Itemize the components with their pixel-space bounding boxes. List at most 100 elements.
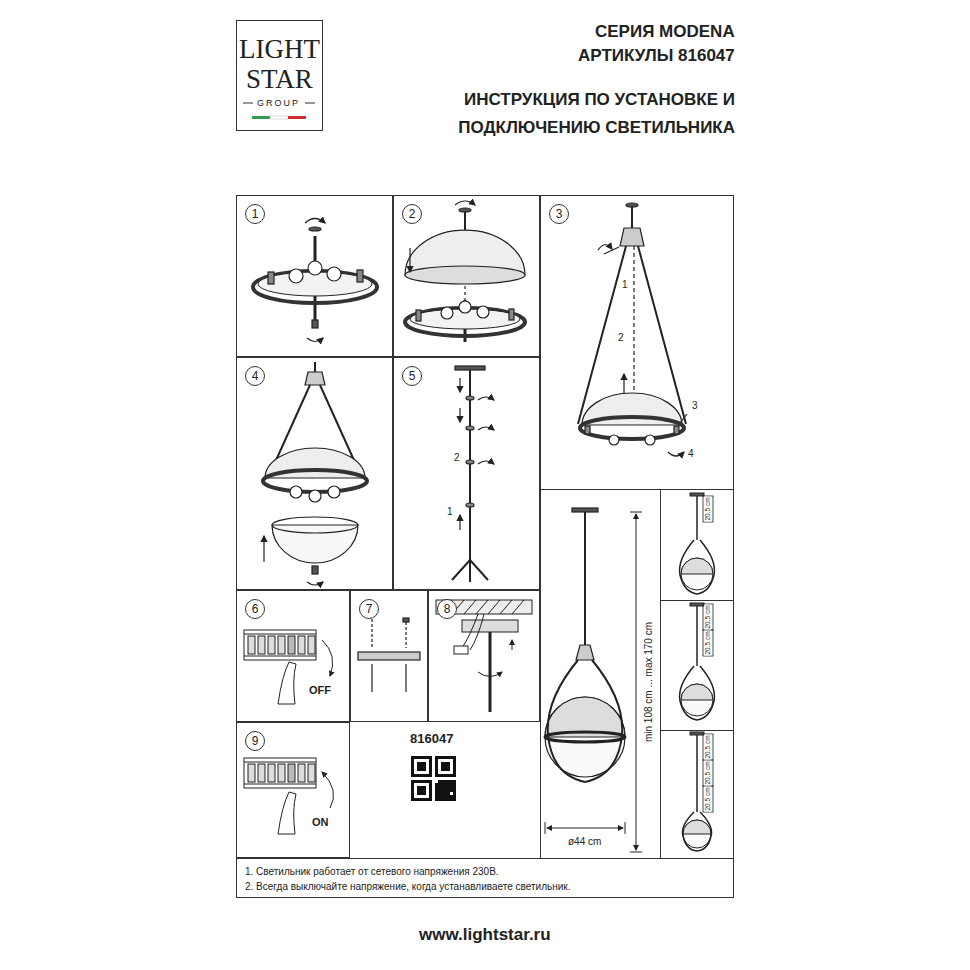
qr-code [429, 771, 432, 774]
qr-code [444, 765, 447, 768]
dimension-lamp [585, 660, 622, 782]
qr-code [444, 768, 447, 771]
step-number: 6 [245, 599, 265, 619]
qr-code [453, 792, 456, 795]
qr-code [441, 765, 444, 768]
ceiling-connection [489, 632, 492, 712]
rod-variant-long [703, 786, 713, 812]
step3-suspension [580, 417, 684, 439]
rod-variant-small [681, 558, 713, 590]
step-panel: 7 [350, 590, 428, 722]
qr-code [435, 762, 438, 765]
rod-variant-medium [681, 684, 713, 716]
qr-code [417, 762, 420, 765]
step3-suspension [633, 246, 634, 405]
breaker-off [278, 636, 285, 654]
qr-code [417, 768, 420, 771]
logo-frame [237, 21, 323, 131]
qr-code [414, 780, 417, 783]
qr-code [414, 756, 417, 759]
callout-number: 3 [692, 400, 698, 412]
rod-variant-small [681, 558, 713, 574]
qr-code [450, 783, 453, 786]
breaker-off [248, 636, 255, 654]
step4-glass-bowl [307, 582, 323, 585]
ceiling-connection [436, 600, 532, 712]
qr-code [429, 783, 432, 786]
qr-code [417, 789, 420, 792]
qr-code [426, 756, 429, 759]
qr-code [438, 798, 441, 801]
ceiling-connection [462, 620, 518, 632]
dimension-lamp [572, 508, 598, 512]
qr-code [438, 792, 441, 795]
qr-code [441, 774, 444, 777]
step4-glass-bowl [263, 362, 367, 585]
step4-glass-bowl [328, 486, 340, 498]
step1-disc [307, 338, 323, 342]
dimension-lamp [548, 660, 585, 782]
breaker-off [288, 636, 295, 654]
step5-rods [455, 366, 485, 370]
breaker-on [322, 772, 334, 808]
rod-dimension: 20.5 cm [704, 734, 711, 759]
qr-code [411, 783, 414, 786]
qr-code [426, 774, 429, 777]
step2-dome [405, 266, 525, 284]
qr-code [417, 792, 420, 795]
step1-disc [289, 269, 303, 283]
qr-code [447, 762, 450, 765]
qr-code [429, 768, 432, 771]
qr-code [417, 798, 420, 801]
rod-variant-long [683, 820, 711, 848]
qr-code [411, 756, 456, 801]
qr-code [447, 765, 450, 768]
breaker-off [258, 636, 265, 654]
logo-subword: GROUP [257, 98, 300, 108]
qr-code [423, 765, 426, 768]
qr-code [411, 786, 414, 789]
step1-disc [258, 272, 372, 296]
breaker-on [268, 764, 275, 782]
step-number: 2 [402, 204, 422, 224]
sheet-frame [660, 730, 734, 731]
qr-code [420, 762, 423, 765]
rod-dimension: 20.5 cm [704, 630, 711, 655]
qr-code [453, 783, 456, 786]
mounting-plate [405, 664, 406, 692]
rod-dimension: 20.5 cm [704, 496, 711, 521]
step2-dome [459, 301, 471, 313]
qr-code [429, 798, 432, 801]
qr-code [423, 780, 426, 783]
breaker-on [244, 762, 316, 763]
switch-state: OFF [309, 684, 331, 697]
callout-number: 2 [618, 332, 624, 344]
dimension-lamp [545, 822, 546, 834]
group-rule [305, 103, 315, 104]
logo-flag-stripe [270, 116, 288, 119]
qr-code [441, 783, 444, 786]
qr-code [450, 780, 453, 783]
rod-variant-medium [680, 603, 715, 720]
qr-code [450, 786, 453, 789]
qr-code [429, 774, 432, 777]
qr-code [438, 795, 441, 798]
step5-rods [459, 408, 460, 422]
qr-code [429, 780, 432, 783]
qr-code [444, 756, 447, 759]
qr-code [438, 774, 441, 777]
qr-code [435, 789, 438, 792]
qr-code [438, 756, 441, 759]
logo-frame [237, 21, 323, 131]
step3-suspension [668, 452, 684, 456]
qr-code [435, 783, 438, 786]
rod-variant-long [696, 735, 698, 812]
switch-state: ON [312, 816, 329, 829]
series-name: СЕРИЯ MODENA [595, 22, 735, 42]
qr-code [423, 786, 426, 789]
step-number: 8 [437, 599, 457, 619]
title: ИНСТРУКЦИЯ ПО УСТАНОВКЕ И ПОДКЛЮЧЕНИЮ СВ… [380, 86, 735, 142]
callout-number: 4 [688, 448, 694, 460]
step2-dome [464, 286, 465, 300]
